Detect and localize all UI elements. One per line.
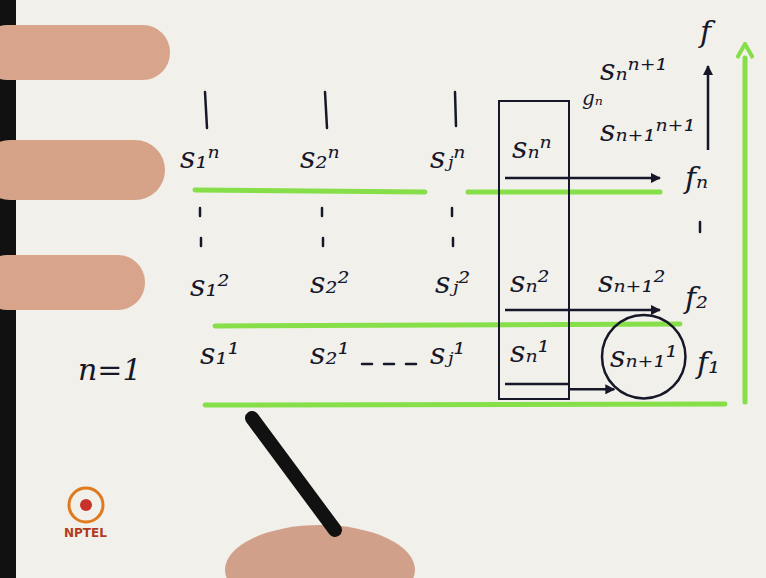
math-label: f₁ [697, 345, 720, 381]
math-label: s₁² [190, 268, 229, 304]
finger [0, 140, 165, 200]
math-term: sₙⁿ [512, 130, 552, 166]
column-box: sₙⁿ sₙ² sₙ¹ [498, 100, 570, 400]
math-term: sₙ¹ [510, 334, 550, 370]
circled-term: sₙ₊₁¹ [600, 313, 687, 400]
math-label: s₂² [310, 265, 349, 301]
math-label: gₙ [582, 86, 603, 110]
logo-mark [69, 488, 103, 522]
finger [0, 255, 145, 310]
logo-text: NPTEL [64, 526, 107, 540]
finger [0, 25, 170, 80]
green-lines [195, 58, 745, 405]
math-term: sₙ² [510, 264, 550, 300]
pen [252, 418, 335, 530]
math-label: sₙ₊₁ⁿ⁺¹ [600, 113, 695, 149]
arrow-connector [570, 388, 614, 391]
math-label: s₂ⁿ [300, 140, 340, 176]
math-label: s₁ⁿ [180, 140, 220, 176]
math-label: s₂¹ [310, 336, 349, 372]
math-label: sⱼ² [435, 265, 470, 301]
logo-mark [80, 499, 92, 511]
math-label: n=1 [78, 352, 142, 388]
math-label: f [700, 14, 711, 50]
math-label: sⱼ¹ [430, 336, 465, 372]
tick-marks [200, 92, 700, 364]
math-label: f₂ [685, 280, 708, 316]
math-label: s₁¹ [200, 336, 239, 372]
math-term: sₙ₊₁¹ [610, 339, 677, 375]
math-label: sₙⁿ⁺¹ [600, 52, 668, 88]
math-label: sⱼⁿ [430, 140, 465, 176]
hand [225, 525, 415, 578]
math-label: fₙ [685, 160, 708, 196]
math-label: sₙ₊₁² [598, 264, 665, 300]
